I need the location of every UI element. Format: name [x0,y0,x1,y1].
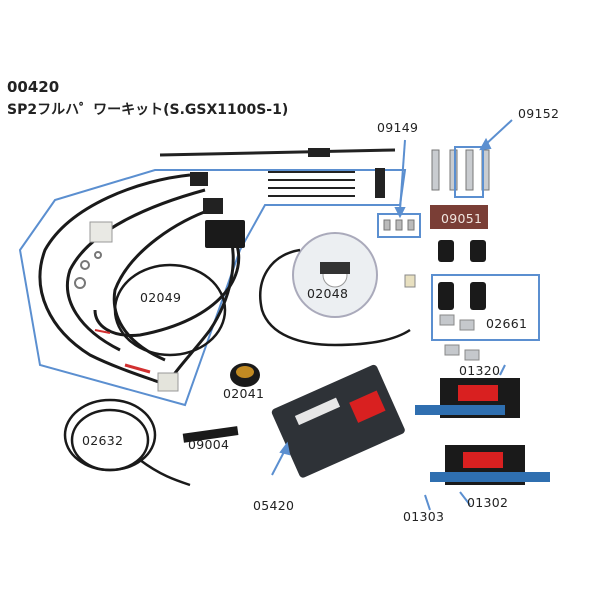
connector-mid [203,198,223,214]
wiring-harness [38,173,241,390]
rubber-pad [430,205,488,229]
cable-tie-long [159,148,396,157]
cable-ties-short [268,168,385,198]
label-02048: 02048 [307,286,349,301]
cap-outline [431,274,540,341]
label-01302: 01302 [467,495,509,510]
pickup-plate [259,232,416,347]
label-01303: 01303 [403,509,445,524]
label-09051: 09051 [441,211,483,226]
label-01320: 01320 [459,363,501,378]
ignition-coil-upper [415,378,520,418]
label-02632: 02632 [82,433,124,448]
plug-caps [438,240,486,310]
connector-top [190,172,208,186]
grommet [230,363,260,387]
label-02041: 02041 [223,386,265,401]
label-02661: 02661 [486,316,528,331]
label-02049: 02049 [140,290,182,305]
kit-code: 00420 [7,78,60,96]
bolts [431,149,490,191]
label-09152: 09152 [518,106,560,121]
small-terminals [74,251,102,289]
ignition-coil-lower [430,445,550,485]
control-module [271,364,405,478]
coil-cable [63,398,191,487]
label-09149: 09149 [377,120,419,135]
label-05420: 05420 [253,498,295,513]
kit-title: SP2フルハ゜ワーキット(S.GSX1100S-1) [7,102,289,118]
connector-block [205,220,245,248]
callout-arrows [271,119,513,511]
bolt-outline [454,146,484,198]
label-09004: 09004 [188,437,230,452]
long-bolt [182,426,239,443]
